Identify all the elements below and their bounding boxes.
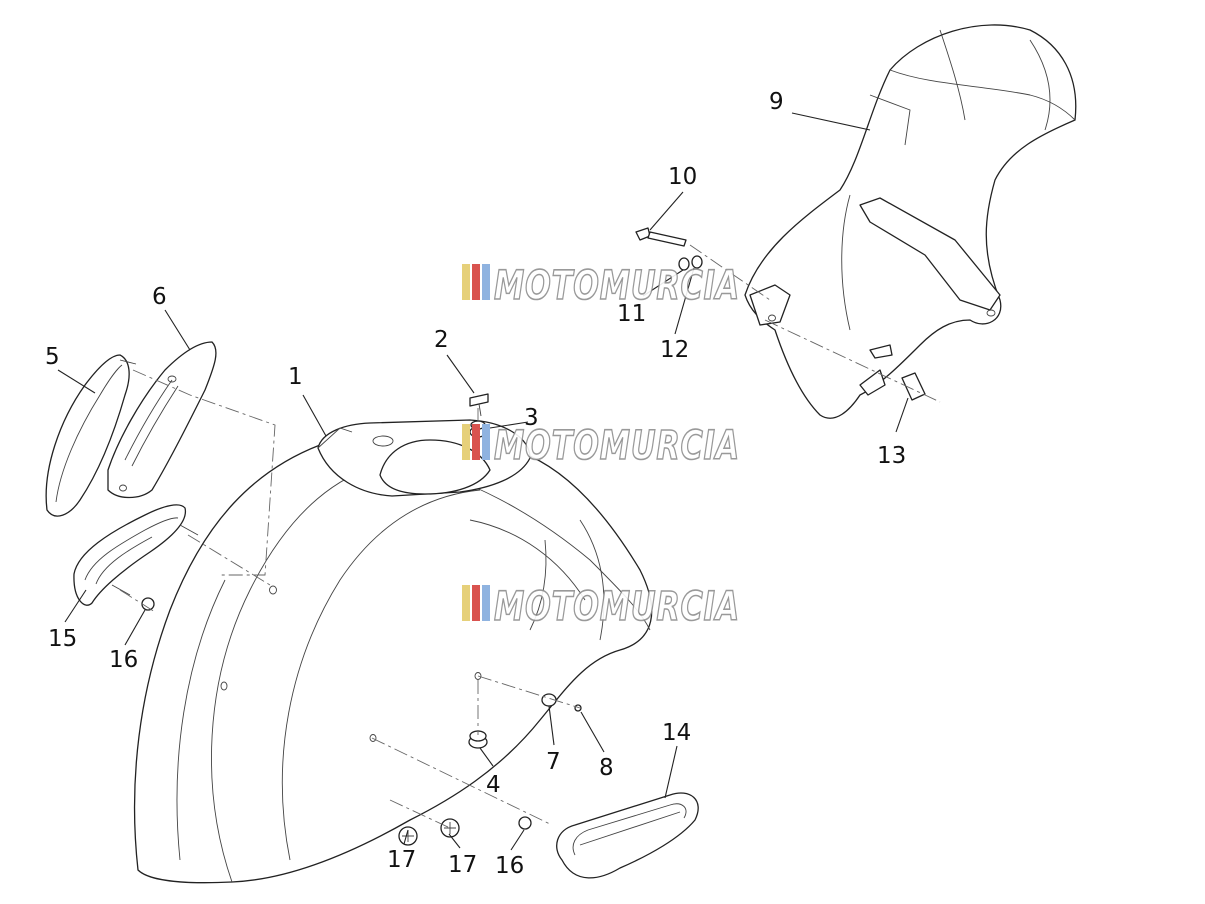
callout-14: 14: [662, 720, 691, 746]
leader-lines: [57, 112, 909, 851]
callout-7: 7: [546, 749, 561, 775]
watermark-text: MOTOMURCIA: [494, 263, 740, 309]
side-panel-part-6: [107, 341, 217, 499]
callout-10: 10: [668, 164, 697, 190]
front-mudguard-part-1: [133, 419, 653, 884]
watermark-text: MOTOMURCIA: [494, 423, 740, 469]
callout-8: 8: [599, 755, 614, 781]
callout-17-left: 17: [387, 847, 416, 873]
watermark-stripe-1: [462, 264, 470, 300]
watermark-stripe-2: [472, 424, 480, 460]
callout-12: 12: [660, 337, 689, 363]
callout-3: 3: [524, 405, 539, 431]
callout-6: 6: [152, 284, 167, 310]
watermark-text: MOTOMURCIA: [494, 584, 740, 630]
callout-labels: 1 2 3 4 5 6 7 8 9 10 11 12 13 14 15 16 1…: [45, 89, 906, 879]
watermark-stripe-3: [482, 424, 490, 460]
watermark-middle: MOTOMURCIA: [462, 422, 740, 470]
assembly-lines: [119, 244, 941, 829]
trim-part-14: [556, 792, 699, 879]
watermark-stripe-2: [472, 264, 480, 300]
callout-13: 13: [877, 443, 906, 469]
callout-15: 15: [48, 626, 77, 652]
callout-11: 11: [617, 301, 646, 327]
callout-16-left: 16: [109, 647, 138, 673]
callout-5: 5: [45, 344, 60, 370]
trim-part-15: [73, 504, 199, 606]
watermark-stripe-3: [482, 264, 490, 300]
watermark-stripe-2: [472, 585, 480, 621]
callout-9: 9: [769, 89, 784, 115]
callout-1: 1: [288, 364, 303, 390]
watermark-stripe-1: [462, 424, 470, 460]
rear-hugger-part-9: [744, 24, 1077, 419]
watermark-top: MOTOMURCIA: [462, 262, 740, 310]
callout-16-right: 16: [495, 853, 524, 879]
side-cover-part-5: [45, 354, 137, 517]
callout-17-right: 17: [448, 852, 477, 878]
watermark-stripe-1: [462, 585, 470, 621]
watermark-bottom: MOTOMURCIA: [462, 583, 740, 631]
watermark-stripe-3: [482, 585, 490, 621]
callout-4: 4: [486, 772, 501, 798]
callout-2: 2: [434, 327, 449, 353]
